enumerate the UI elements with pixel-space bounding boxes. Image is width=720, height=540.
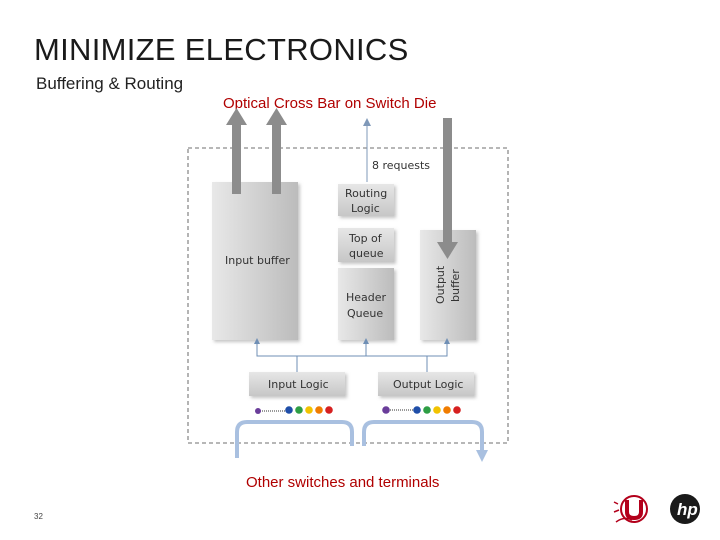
slide-subtitle: Buffering & Routing (36, 74, 184, 93)
crossbar-up-arrow-1-shaft (232, 122, 241, 194)
page-number: 32 (34, 512, 43, 521)
optical-crossbar-caption: Optical Cross Bar on Switch Die (223, 95, 437, 112)
slide-title: MINIMIZE ELECTRONICS (34, 32, 409, 67)
input-packet-train (255, 406, 333, 414)
hp-logo-text: hp (677, 500, 698, 519)
crossbar-down-arrow-head (437, 242, 458, 259)
header-queue-box (338, 268, 394, 340)
header-queue-label-1: Header (346, 291, 387, 304)
input-curved-arrow (235, 420, 354, 458)
input-buffer-box (212, 182, 298, 340)
connector-arrow-head-3 (444, 338, 450, 344)
output-logic-label: Output Logic (393, 378, 463, 391)
output-logic-box (378, 372, 474, 396)
logos: hp (613, 494, 700, 524)
output-buffer-label-1: Output (434, 265, 447, 304)
output-curved-arrow-head (476, 450, 488, 462)
routing-logic-label-1: Routing (345, 187, 387, 200)
requests-label: 8 requests (372, 159, 430, 172)
output-curved-arrow (362, 420, 484, 452)
hp-logo-icon: hp (670, 494, 700, 524)
crossbar-up-arrow-2-shaft (272, 122, 281, 194)
input-logic-label: Input Logic (268, 378, 329, 391)
input-buffer-label: Input buffer (225, 254, 290, 267)
connector-arrow-head-2 (363, 338, 369, 344)
crossbar-up-arrow-2-head (266, 108, 287, 125)
routing-logic-box (338, 184, 394, 216)
other-switches-caption: Other switches and terminals (246, 474, 440, 491)
header-queue-label-2: Queue (347, 307, 383, 320)
top-of-queue-label-1: Top of (348, 232, 383, 245)
output-buffer-label-2: buffer (449, 269, 462, 302)
routing-logic-label-2: Logic (351, 202, 380, 215)
u-logo-icon (613, 495, 648, 523)
output-packet-train (382, 406, 461, 414)
connector-lines (256, 340, 448, 372)
top-of-queue-box (338, 228, 394, 262)
requests-arrow-head (363, 118, 371, 126)
connector-arrow-head-1 (254, 338, 260, 344)
crossbar-up-arrow-1-head (226, 108, 247, 125)
top-of-queue-label-2: queue (349, 247, 384, 260)
input-logic-box (249, 372, 345, 396)
crossbar-down-arrow-shaft (443, 118, 452, 244)
